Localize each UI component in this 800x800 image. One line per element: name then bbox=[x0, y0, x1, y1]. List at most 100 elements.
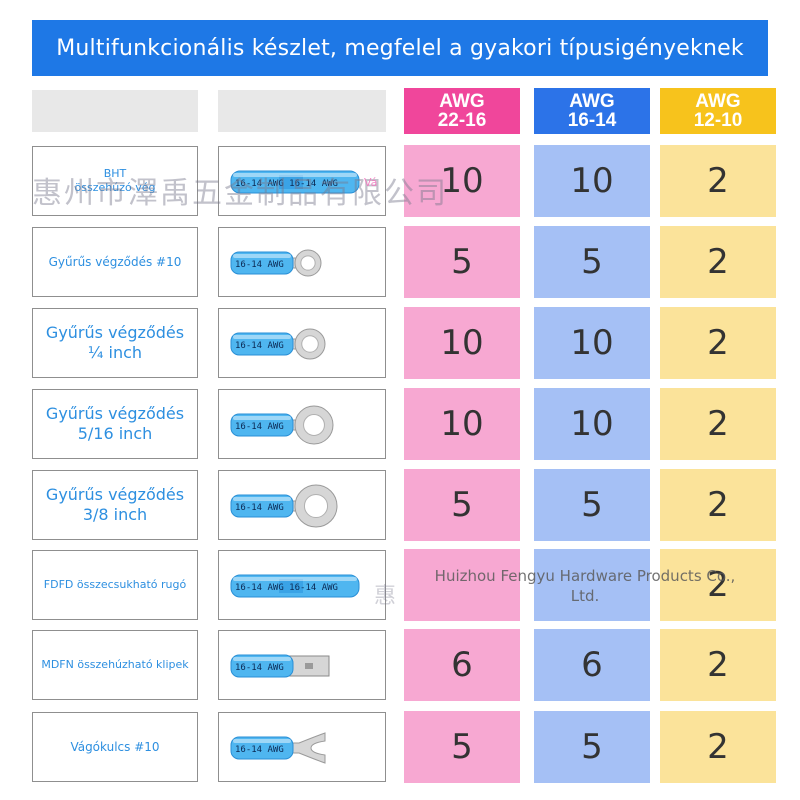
quantity-value: 2 bbox=[707, 404, 729, 444]
terminal-name: BHT összehúzó vég bbox=[74, 167, 156, 194]
quantity-cell: 2 bbox=[660, 549, 776, 621]
terminal-name: Gyűrűs végződés 5/16 inch bbox=[45, 404, 185, 443]
quantity-cell: 2 bbox=[660, 307, 776, 379]
quantity-cell: 5 bbox=[404, 469, 520, 541]
column-header-awg-12-10: AWG 12-10 bbox=[660, 88, 776, 134]
terminal-icon: 16-14 AWG bbox=[230, 732, 326, 764]
terminal-name: FDFD összecsukható rugó bbox=[43, 578, 187, 592]
quantity-cell: 6 bbox=[534, 629, 650, 701]
quantity-cell: 6 bbox=[404, 629, 520, 701]
quantity-value: 2 bbox=[707, 161, 729, 201]
terminal-name-cell: Gyűrűs végződés 5/16 inch bbox=[32, 389, 198, 459]
quantity-cell: 2 bbox=[660, 388, 776, 460]
terminal-image-cell: 16-14 AWG bbox=[218, 227, 386, 297]
heat-shrink-sleeve-icon: 16-14 AWG bbox=[230, 332, 294, 356]
quantity-value: 5 bbox=[451, 485, 473, 525]
terminal-name: Vágókulcs #10 bbox=[70, 739, 160, 754]
quantity-cell: 10 bbox=[404, 145, 520, 217]
quantity-value: 10 bbox=[440, 323, 484, 363]
quantity-cell: 10 bbox=[534, 388, 650, 460]
terminal-icon: 16-14 AWG 16-14 AWG bbox=[230, 170, 360, 194]
quantity-cell: 2 bbox=[660, 711, 776, 783]
quantity-value: 2 bbox=[707, 242, 729, 282]
quantity-value: 6 bbox=[581, 645, 603, 685]
quantity-value: 2 bbox=[707, 565, 729, 605]
column-header-label: AWG bbox=[695, 91, 741, 112]
terminal-icon: 16-14 AWG 16-14 AWG bbox=[230, 574, 360, 598]
terminal-icon: 16-14 AWG bbox=[230, 328, 326, 360]
column-header-range: 16-14 bbox=[567, 110, 617, 131]
quantity-value: 10 bbox=[570, 323, 614, 363]
sleeve-label: 16-14 AWG 16-14 AWG bbox=[235, 583, 338, 593]
heat-shrink-sleeve-icon: 16-14 AWG bbox=[230, 251, 294, 275]
watermark-small-text: Vá bbox=[364, 176, 378, 189]
terminal-name: MDFN összehúzható klipek bbox=[41, 658, 189, 672]
terminal-icon: 16-14 AWG bbox=[230, 405, 334, 445]
heat-shrink-sleeve-icon: 16-14 AWG 16-14 AWG bbox=[230, 170, 360, 194]
terminal-image-cell: 16-14 AWG bbox=[218, 630, 386, 700]
quantity-value: 2 bbox=[707, 485, 729, 525]
terminal-image-cell: 16-14 AWG bbox=[218, 389, 386, 459]
heat-shrink-sleeve-icon: 16-14 AWG bbox=[230, 736, 294, 760]
terminal-name: Gyűrűs végződés 3/8 inch bbox=[45, 485, 185, 524]
quantity-cell: 2 bbox=[660, 145, 776, 217]
column-header-range: 22-16 bbox=[437, 110, 487, 131]
terminal-name-cell: FDFD összecsukható rugó bbox=[32, 550, 198, 620]
terminal-name-cell: Gyűrűs végződés 3/8 inch bbox=[32, 470, 198, 540]
column-header-awg-16-14: AWG 16-14 bbox=[534, 88, 650, 134]
quantity-value: 2 bbox=[707, 645, 729, 685]
male-tab-icon bbox=[284, 655, 330, 677]
quantity-value: 10 bbox=[440, 404, 484, 444]
page-title: Multifunkcionális készlet, megfelel a gy… bbox=[56, 35, 744, 61]
quantity-value: 10 bbox=[570, 161, 614, 201]
sleeve-label: 16-14 AWG bbox=[235, 341, 284, 351]
column-header-range: 12-10 bbox=[693, 110, 743, 131]
terminal-icon: 16-14 AWG bbox=[230, 249, 322, 277]
quantity-value: 5 bbox=[451, 242, 473, 282]
quantity-value: 2 bbox=[707, 323, 729, 363]
quantity-cell: 5 bbox=[534, 711, 650, 783]
quantity-cell bbox=[534, 549, 650, 621]
heat-shrink-sleeve-icon: 16-14 AWG bbox=[230, 494, 294, 518]
quantity-value: 2 bbox=[707, 727, 729, 767]
terminal-image-cell: 16-14 AWG bbox=[218, 712, 386, 782]
terminal-name: Gyűrűs végződés #10 bbox=[48, 254, 182, 269]
watermark-chinese-short: 惠 bbox=[374, 584, 397, 609]
quantity-value: 10 bbox=[440, 161, 484, 201]
terminal-name-cell: Gyűrűs végződés #10 bbox=[32, 227, 198, 297]
quantity-value: 5 bbox=[581, 727, 603, 767]
quantity-cell: 5 bbox=[534, 226, 650, 298]
header-blank-name bbox=[32, 90, 198, 132]
header-blank-image bbox=[218, 90, 386, 132]
sleeve-label: 16-14 AWG bbox=[235, 503, 284, 513]
quantity-cell: 2 bbox=[660, 629, 776, 701]
quantity-value: 5 bbox=[451, 727, 473, 767]
heat-shrink-sleeve-icon: 16-14 AWG bbox=[230, 413, 294, 437]
terminal-name-cell: BHT összehúzó vég bbox=[32, 146, 198, 216]
quantity-cell: 2 bbox=[660, 469, 776, 541]
heat-shrink-sleeve-icon: 16-14 AWG bbox=[230, 654, 294, 678]
quantity-value: 6 bbox=[451, 645, 473, 685]
terminal-name-cell: MDFN összehúzható klipek bbox=[32, 630, 198, 700]
heat-shrink-sleeve-icon: 16-14 AWG 16-14 AWG bbox=[230, 574, 360, 598]
quantity-cell: 5 bbox=[534, 469, 650, 541]
terminal-image-cell: 16-14 AWG bbox=[218, 470, 386, 540]
column-header-awg-22-16: AWG 22-16 bbox=[404, 88, 520, 134]
terminal-name-cell: Gyűrűs végződés ¼ inch bbox=[32, 308, 198, 378]
quantity-cell: 10 bbox=[404, 388, 520, 460]
sleeve-label: 16-14 AWG bbox=[235, 663, 284, 673]
terminal-name: Gyűrűs végződés ¼ inch bbox=[45, 323, 185, 362]
quantity-cell: 5 bbox=[404, 226, 520, 298]
quantity-cell: 5 bbox=[404, 711, 520, 783]
terminal-icon: 16-14 AWG bbox=[230, 654, 330, 678]
quantity-cell: 10 bbox=[534, 307, 650, 379]
page-title-banner: Multifunkcionális készlet, megfelel a gy… bbox=[32, 20, 768, 76]
terminal-icon: 16-14 AWG bbox=[230, 484, 338, 528]
column-header-label: AWG bbox=[569, 91, 615, 112]
terminal-image-cell: 16-14 AWG 16-14 AWG bbox=[218, 146, 386, 216]
quantity-cell: 10 bbox=[534, 145, 650, 217]
terminal-name-cell: Vágókulcs #10 bbox=[32, 712, 198, 782]
quantity-value: 5 bbox=[581, 485, 603, 525]
sleeve-label: 16-14 AWG 16-14 AWG bbox=[235, 179, 338, 189]
terminal-image-cell: 16-14 AWG bbox=[218, 308, 386, 378]
